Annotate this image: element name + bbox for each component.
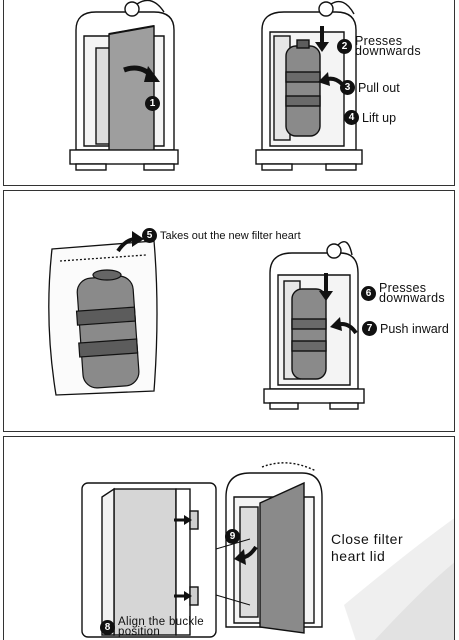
step-7-label: 7 Push inward [362, 321, 449, 336]
machine-left [69, 0, 179, 171]
step-9-badge: 9 [225, 529, 240, 544]
step-4-text: Lift up [362, 110, 397, 125]
new-filter [75, 269, 140, 389]
step-6-line1: Presses [379, 281, 427, 295]
step-2-line1: Presses [355, 34, 403, 48]
machine-right-2 [263, 241, 365, 410]
close-lid-text: Close filter heart lid [331, 531, 404, 564]
step-5-badge: 5 [142, 228, 157, 243]
step-6-line2: downwards [379, 291, 445, 305]
step-2-line2: downwards [355, 44, 421, 58]
step-3-text: Pull out [358, 80, 400, 95]
machine-closed [225, 462, 323, 634]
step-8-badge: 8 [100, 619, 115, 635]
step-7-badge: 7 [362, 321, 377, 336]
step-4-label: 4 Lift up [344, 110, 396, 125]
panel-install-filter: 5 Takes out the new filter heart 6 Press… [3, 190, 455, 432]
step-3-badge: 3 [340, 80, 355, 95]
step-7-text: Push inward [380, 321, 449, 336]
remove-filter-illustration [69, 0, 363, 171]
close-lid-illustration [81, 462, 454, 640]
step-1-badge: 1 [145, 96, 160, 111]
step-5-label: 5 Takes out the new filter heart [142, 228, 301, 243]
step-2-badge: 2 [337, 38, 352, 54]
buckle-zoom-inset [81, 482, 217, 638]
install-filter-illustration [48, 231, 365, 410]
step-8-line1: Align the buckle [118, 616, 204, 628]
machine-right [255, 0, 363, 171]
step-5-text: Takes out the new filter heart [160, 229, 301, 242]
step-8-line2: position [118, 626, 161, 638]
step-6-badge: 6 [361, 285, 376, 301]
step-4-badge: 4 [344, 110, 359, 125]
step-3-label: 3 Pull out [340, 80, 400, 95]
